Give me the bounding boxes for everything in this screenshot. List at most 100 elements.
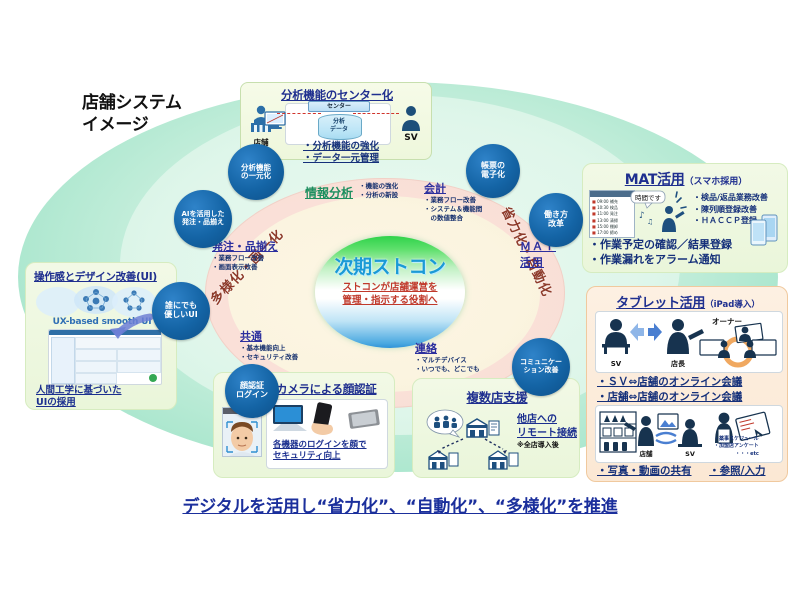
center-diagram-box: センター 分析 データ [285,101,391,145]
curved-arrow-icon [84,313,154,349]
core-title: 次期ストコン [334,256,446,278]
page-title-line1: 店舗システム [82,93,182,113]
badge-line2: ション改善 [523,366,559,374]
badge-line2: 発注・品揃え [182,218,224,226]
panel-ui-design[interactable]: 操作感とデザイン改善(UI) UX-based smooth UI [25,262,177,410]
badge-line2: 電子化 [481,170,505,179]
core-subtitle-line1: ストコンが店舗運営を [342,282,438,293]
panel-multistore-support[interactable]: 複数店支援 [412,378,580,478]
panel-bullets: ・分析機能の強化 ・データ一元管理 [303,141,380,164]
store-label: 店舗 [253,138,269,147]
panel-title-note: （iPad導入） [705,300,760,310]
badge-line1: 帳票の [481,161,505,171]
multistore-diagram [426,409,519,470]
database-label: 分析 データ [329,118,348,133]
panel-mat-use[interactable]: MAT活用（スマホ採用） ■ 09:00 補充 ■ 10:30 検品 ■ 11:… [582,163,788,273]
sector-common: 共通 ・基本機能向上 ・セキュリティ改善 [240,328,350,362]
sector-mat-use: ＭＡＴ 活用 [520,238,600,270]
share-photo-icons: 店舗 SV [599,411,702,458]
badge-line1: 分析機能 [241,162,271,172]
owner-label: オーナー [712,317,742,326]
panel-title: MAT活用 [624,172,685,188]
panel-analysis-centralization[interactable]: 分析機能のセンター化 センター 分析 データ 店舗 [240,82,432,164]
sector-information-analysis: 情報分析 ・機能の強化 ・分析の新設 [305,182,398,201]
sector-body: ・業務フロー改善 ・システム＆機能間 の数値整合 [424,196,483,222]
sector-body: ・機能の強化 ・分析の新設 [359,182,399,199]
svg-text:♪: ♪ [639,211,645,221]
core-subtitle: ストコンが店舗運営を 管理・指示する役割へ [305,282,475,308]
multistore-note: 他店への リモート接続 ※全店導入後 [517,414,577,449]
mat-bullets: ・検品/返品業務改善 ・陳列順登録改善 ・ＨＡＣＣＰ登録 [693,193,768,226]
alarm-person-icon: 時間です ♪ ♫ [630,190,691,236]
svg-text:SV: SV [611,360,622,368]
sector-title: 共通 [240,330,262,343]
badge-work-style-reform[interactable]: 働き方 改革 [529,193,583,247]
badge-line1: AIを活用した [181,210,225,219]
devices-footer: 各機器のログインを顔で セキュリティ向上 [273,440,367,462]
badge-line1: コミュニケー [520,358,562,367]
sector-title: 連絡 [415,342,437,355]
panel-face-recognition[interactable]: カメラによる顔認証 [213,372,395,478]
sector-ordering: 発注・品揃え ・業務フロー改善 ・画面表示改善 [212,238,332,272]
task-list-rows: ■ 09:00 補充 ■ 10:30 検品 ■ 11:00 発注 ■ 13:00… [592,199,618,235]
sector-body: ・マルチデバイス ・いつでも、どこでも [415,356,480,373]
tablet-footer-1: ・ＳＶ⇔店舗のオンライン会議 ・店舗⇔店舗のオンライン会議 [597,376,743,403]
badge-line1: 働き方 [544,210,568,220]
sector-title-2: 活用 [520,256,544,269]
page-title: 店舗システム イメージ [82,92,182,136]
sector-title: 情報分析 [305,186,354,200]
panel-title: タブレット活用 [616,296,706,311]
panel-tablet-use[interactable]: タブレット活用（iPad導入） SV [586,286,788,482]
core-ellipse [315,236,465,348]
badge-line2: 優しいUI [164,310,198,319]
badge-form-digitization[interactable]: 帳票の 電子化 [466,144,520,198]
ux-network-icon [34,285,170,319]
staff-note: ・薬事スケジュール ・加盟店アンケート ・・・etc [714,436,759,457]
sharing-box: 店舗 SV [595,405,783,463]
arrow-store-to-center [277,113,321,114]
svg-text:♫: ♫ [647,218,653,226]
smartphone-icon [746,214,786,246]
task-list-card: ■ 09:00 補充 ■ 10:30 検品 ■ 11:00 発注 ■ 13:00… [589,190,635,238]
panel-title: 複数店支援 [466,390,528,405]
arrow-center-to-sv [353,113,399,114]
tablet-footer-2: ・写真・動画の共有 ・参照/入力 [597,465,766,477]
badge-line2: の一元化 [241,171,271,180]
database-cylinder-icon [318,114,362,140]
panel-footer: 人間工学に基づいた UIの採用 [36,385,122,409]
badge-communication-improve[interactable]: コミュニケー ション改善 [512,338,570,396]
badge-friendly-ui[interactable]: 誰にでも 優しいUI [152,282,210,340]
svg-text:店舗: 店舗 [640,449,654,458]
ui-screenshot-mock [48,329,162,385]
badge-analysis-unify[interactable]: 分析機能 の一元化 [228,144,284,200]
badge-line1: 誰にでも [164,301,197,311]
bottom-headline: デジタルを活用し“省力化”、“自動化”、“多様化”を推進 [182,497,618,517]
center-label-chip: センター [308,101,370,112]
badge-line2: 改革 [548,219,564,228]
sector-body: ・基本機能向上 ・セキュリティ改善 [240,344,299,361]
sector-accounting: 会計 ・業務フロー改善 ・システム＆機能間 の数値整合 [424,180,534,222]
sector-contact: 連絡 ・マルチデバイス ・いつでも、どこでも [415,340,525,374]
page-title-line2: イメージ [82,115,149,136]
sector-body: ・業務フロー改善 ・画面表示改善 [212,254,264,271]
badge-ai-ordering[interactable]: AIを活用した 発注・品揃え [174,190,232,248]
devices-box: 各機器のログインを顔で セキュリティ向上 [266,399,388,469]
core-subtitle-line2: 管理・指示する役割へ [342,294,438,306]
badge-face-login[interactable]: 顔認証 ログイン [225,364,279,418]
staff-tablet-icon [715,411,771,444]
panel-title: 操作感とデザイン改善(UI) [34,271,157,283]
svg-text:店長: 店長 [671,359,686,368]
mat-footer: ・作業予定の確認／結果登録 ・作業漏れをアラーム通知 [589,238,732,266]
online-participants-icons [699,322,777,368]
sector-title: 発注・品揃え [212,240,278,253]
panel-title-note: （スマホ採用） [684,177,748,187]
sv-label: SV [404,133,418,143]
badge-line1: 顔認証 [240,381,264,391]
pc-icon [263,111,287,131]
sector-title: 会計 [424,182,446,195]
badge-line2: ログイン [236,390,268,399]
panel-title: 分析機能のセンター化 [281,88,393,102]
svg-text:SV: SV [685,450,695,458]
ux-caption: UX-based smooth UI [52,317,152,327]
